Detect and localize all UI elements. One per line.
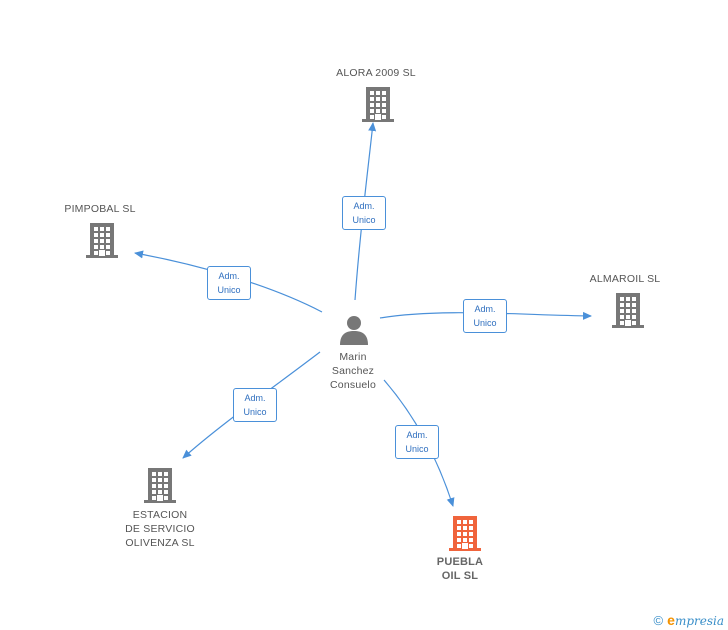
company-name-estacion[interactable]: ESTACION DE SERVICIO OLIVENZA SL [125, 509, 195, 549]
edge-label-puebla[interactable]: Adm. Unico [395, 425, 439, 459]
edge-label-pimpobal[interactable]: Adm. Unico [207, 266, 251, 300]
copyright-symbol: © [653, 613, 664, 628]
building-icon-pimpobal[interactable] [86, 222, 118, 263]
company-name-alora[interactable]: ALORA 2009 SL [336, 67, 416, 79]
edge-label-alora[interactable]: Adm. Unico [342, 196, 386, 230]
brand-name[interactable]: mpresia [674, 614, 724, 628]
edge-label-almaroil[interactable]: Adm. Unico [463, 299, 507, 333]
person-icon[interactable] [338, 314, 370, 346]
company-name-puebla[interactable]: PUEBLA OIL SL [436, 556, 484, 582]
building-icon-almaroil[interactable] [612, 292, 644, 333]
center-person-name[interactable]: Marin Sanchez Consuelo [330, 351, 376, 391]
building-icon-alora[interactable] [362, 86, 394, 127]
footer-brand: ©empresia [654, 612, 724, 628]
building-icon-puebla[interactable] [449, 515, 481, 556]
edge-label-estacion[interactable]: Adm. Unico [233, 388, 277, 422]
company-name-almaroil[interactable]: ALMAROIL SL [589, 273, 661, 285]
building-icon-estacion[interactable] [144, 467, 176, 508]
company-name-pimpobal[interactable]: PIMPOBAL SL [64, 203, 136, 215]
brand-initial: e [667, 612, 675, 628]
